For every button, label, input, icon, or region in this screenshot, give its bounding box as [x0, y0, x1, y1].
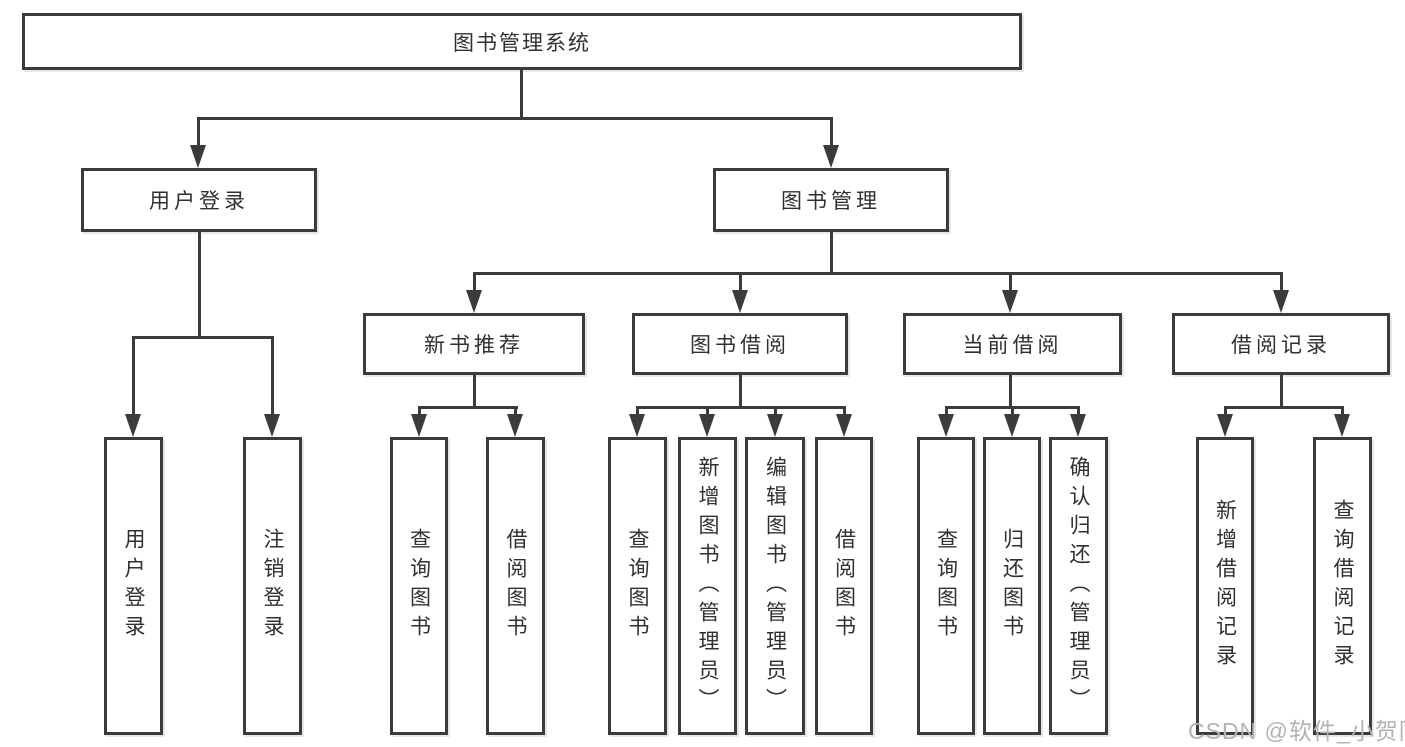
arrowhead-down-icon	[466, 290, 482, 313]
arrowhead-down-icon	[836, 414, 852, 437]
node-leaf-return-books: 归还图书	[983, 437, 1041, 735]
node-leaf-add-books-admin: 新增图书（管理员）	[678, 437, 737, 735]
connector-root-vline	[520, 70, 523, 120]
connector-user-login-hline	[132, 336, 274, 339]
node-leaf-add-borrow-record: 新增借阅记录	[1196, 437, 1254, 735]
connector-nbr-hline	[418, 406, 518, 409]
connector-l3-drop-4	[1280, 272, 1283, 294]
node-book-borrow: 图书借阅	[632, 313, 848, 375]
arrowhead-down-icon	[1070, 414, 1086, 437]
arrowhead-down-icon	[732, 290, 748, 313]
connector-l3-drop-2	[739, 272, 742, 294]
arrowhead-down-icon	[1004, 414, 1020, 437]
connector-cb-vline	[1009, 375, 1012, 409]
connector-root-hline	[197, 117, 833, 120]
connector-nbr-vline	[473, 375, 476, 409]
connector-bb-drop-4	[843, 406, 846, 420]
node-new-book-recommend: 新书推荐	[363, 313, 585, 375]
node-borrow-record: 借阅记录	[1172, 313, 1390, 375]
watermark-text: CSDN @软件_小贺同学	[1188, 718, 1405, 744]
node-leaf-user-login: 用户登录	[104, 437, 163, 735]
connector-bb-drop-2	[706, 406, 709, 420]
connector-br-drop-2	[1341, 406, 1344, 420]
arrowhead-down-icon	[823, 145, 839, 168]
node-user-login: 用户登录	[81, 168, 317, 232]
arrowhead-down-icon	[1217, 414, 1233, 437]
connector-user-login-drop-1	[132, 336, 135, 418]
node-leaf-query-books-borrow: 查询图书	[608, 437, 667, 735]
connector-bb-hline	[636, 406, 846, 409]
connector-br-vline	[1280, 375, 1283, 409]
connector-nbr-drop-1	[418, 406, 421, 420]
node-leaf-logout: 注销登录	[243, 437, 302, 735]
connector-br-drop-1	[1224, 406, 1227, 420]
connector-root-drop-left	[197, 117, 200, 149]
connector-bb-drop-3	[774, 406, 777, 420]
connector-br-hline	[1224, 406, 1344, 409]
node-leaf-query-books-recommend: 查询图书	[390, 437, 448, 735]
node-book-management: 图书管理	[713, 168, 949, 232]
node-current-borrow: 当前借阅	[903, 313, 1122, 375]
node-leaf-confirm-return-admin: 确认归还（管理员）	[1049, 437, 1108, 735]
node-leaf-query-borrow-record: 查询借阅记录	[1313, 437, 1372, 735]
arrowhead-down-icon	[938, 414, 954, 437]
connector-user-login-drop-2	[271, 336, 274, 418]
connector-root-drop-right	[830, 117, 833, 149]
connector-user-login-vline	[198, 232, 201, 339]
connector-book-management-vline	[830, 232, 833, 275]
arrowhead-down-icon	[699, 414, 715, 437]
arrowhead-down-icon	[629, 414, 645, 437]
node-leaf-borrow-books-recommend: 借阅图书	[486, 437, 545, 735]
connector-bb-vline	[739, 375, 742, 409]
connector-book-management-hline	[473, 272, 1283, 275]
arrowhead-down-icon	[411, 414, 427, 437]
arrowhead-down-icon	[190, 145, 206, 168]
arrowhead-down-icon	[767, 414, 783, 437]
node-leaf-borrow-books: 借阅图书	[815, 437, 873, 735]
node-leaf-query-books-current: 查询图书	[917, 437, 975, 735]
arrowhead-down-icon	[125, 414, 141, 437]
connector-l3-drop-3	[1009, 272, 1012, 294]
arrowhead-down-icon	[1334, 414, 1350, 437]
node-root: 图书管理系统	[22, 13, 1022, 70]
connector-l3-drop-1	[473, 272, 476, 294]
connector-cb-drop-2	[1011, 406, 1014, 420]
connector-nbr-drop-2	[514, 406, 517, 420]
connector-cb-drop-1	[945, 406, 948, 420]
arrowhead-down-icon	[264, 414, 280, 437]
arrowhead-down-icon	[1002, 290, 1018, 313]
arrowhead-down-icon	[1273, 290, 1289, 313]
node-leaf-edit-books-admin: 编辑图书（管理员）	[745, 437, 805, 735]
connector-cb-drop-3	[1077, 406, 1080, 420]
connector-bb-drop-1	[636, 406, 639, 420]
arrowhead-down-icon	[507, 414, 523, 437]
